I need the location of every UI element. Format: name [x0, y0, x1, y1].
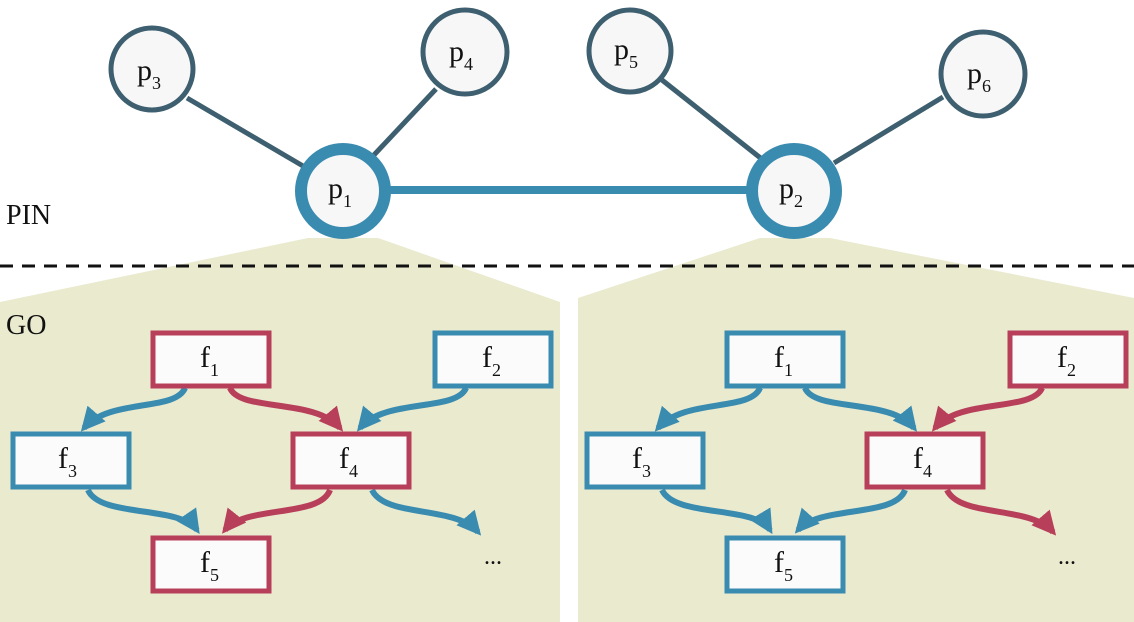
- edge-p1-p4: [371, 87, 438, 158]
- go-term-f5-sub: 5: [784, 565, 793, 585]
- node-p1-base: p: [328, 172, 343, 205]
- node-p4-sub: 4: [464, 54, 473, 74]
- svg-text:p6: p6: [967, 57, 991, 96]
- go-term-f5: f5: [150, 535, 272, 594]
- go-term-f3-sub: 3: [642, 461, 651, 481]
- svg-text:f1: f1: [200, 341, 219, 380]
- svg-text:f2: f2: [482, 341, 501, 380]
- go-term-f1-base: f: [774, 341, 784, 374]
- svg-text:f4: f4: [339, 442, 358, 481]
- svg-text:f2: f2: [1057, 341, 1076, 380]
- svg-text:p3: p3: [137, 54, 161, 93]
- go-term-f1-sub: 1: [784, 360, 793, 380]
- go-term-f3-sub: 3: [68, 461, 77, 481]
- go-ellipsis: ...: [1058, 544, 1076, 570]
- go-edge-f3-f5: [85, 488, 200, 534]
- node-p5: p5: [586, 7, 674, 95]
- go-term-f2-base: f: [1057, 341, 1067, 374]
- go-term-f4: f4: [290, 431, 412, 490]
- svg-text:f5: f5: [200, 546, 219, 585]
- node-p2-base: p: [779, 172, 794, 205]
- edge-p2-p6: [832, 94, 945, 166]
- go-graph-p1: f1 f2 f3 f4 f5 ...: [10, 330, 554, 594]
- svg-text:p4: p4: [449, 35, 473, 74]
- go-graph-p2: f1 f2 f3 f4 f5 ...: [584, 330, 1129, 594]
- go-term-f2-sub: 2: [492, 360, 501, 380]
- node-p6-base: p: [967, 57, 982, 90]
- go-edge-f1-f4: [227, 386, 344, 432]
- go-panel-left: [0, 238, 560, 622]
- svg-text:p5: p5: [614, 33, 638, 72]
- node-p2-sub: 2: [794, 191, 803, 211]
- svg-text:f4: f4: [913, 442, 932, 481]
- go-term-f1-base: f: [200, 341, 210, 374]
- go-term-f5: f5: [724, 535, 846, 594]
- node-p4: p4: [420, 7, 510, 97]
- node-p5-base: p: [614, 33, 629, 66]
- edge-p2-p5: [660, 78, 765, 162]
- go-edge-f1-f3: [654, 386, 763, 432]
- go-label: GO: [6, 310, 46, 341]
- go-term-f4-sub: 4: [349, 461, 358, 481]
- go-term-f3-base: f: [58, 442, 68, 475]
- go-term-f5-base: f: [200, 546, 210, 579]
- node-p5-sub: 5: [629, 52, 638, 72]
- pin-edges: [185, 78, 945, 194]
- go-ellipsis: ...: [484, 544, 502, 570]
- go-term-f2: f2: [432, 330, 554, 389]
- node-p6: p6: [938, 29, 1028, 119]
- node-p6-sub: 6: [982, 76, 991, 96]
- go-term-f4-base: f: [339, 442, 349, 475]
- edge-p1-p3: [185, 95, 305, 169]
- go-term-f1-sub: 1: [210, 360, 219, 380]
- go-term-f2-sub: 2: [1067, 360, 1076, 380]
- node-p4-base: p: [449, 35, 464, 68]
- node-p3-sub: 3: [152, 73, 161, 93]
- go-edge-f4-f5: [221, 488, 333, 534]
- go-edge-f1-f3: [80, 386, 188, 432]
- go-term-f1: f1: [150, 330, 272, 389]
- go-term-f1: f1: [724, 330, 846, 389]
- go-edge-f2-f4: [931, 386, 1045, 432]
- go-term-f4-base: f: [913, 442, 923, 475]
- pin-label: PIN: [6, 200, 51, 231]
- svg-text:p1: p1: [328, 172, 352, 211]
- node-p3: p3: [108, 25, 196, 113]
- node-p1-sub: 1: [343, 191, 352, 211]
- go-edge-f4-more: [944, 488, 1057, 536]
- svg-text:f1: f1: [774, 341, 793, 380]
- go-edge-f3-f5: [659, 488, 773, 535]
- svg-text:f5: f5: [774, 546, 793, 585]
- go-term-f4: f4: [864, 431, 986, 490]
- go-panel-right: [578, 238, 1134, 622]
- go-term-f4-sub: 4: [923, 461, 932, 481]
- node-p1: p1: [295, 143, 391, 239]
- go-term-f2-base: f: [482, 341, 492, 374]
- go-edge-f1-f4: [802, 386, 918, 432]
- node-p2: p2: [746, 143, 842, 239]
- go-edge-f4-more: [369, 488, 482, 536]
- svg-text:f3: f3: [58, 442, 77, 481]
- svg-text:p2: p2: [779, 172, 803, 211]
- go-term-f2: f2: [1007, 330, 1129, 389]
- go-edge-f4-f5: [794, 488, 908, 534]
- go-edge-f2-f4: [356, 386, 469, 432]
- go-term-f3-base: f: [632, 442, 642, 475]
- go-term-f3: f3: [10, 431, 132, 490]
- go-term-f5-base: f: [774, 546, 784, 579]
- svg-text:f3: f3: [632, 442, 651, 481]
- node-p3-base: p: [137, 54, 152, 87]
- go-term-f3: f3: [584, 431, 706, 490]
- go-term-f5-sub: 5: [210, 565, 219, 585]
